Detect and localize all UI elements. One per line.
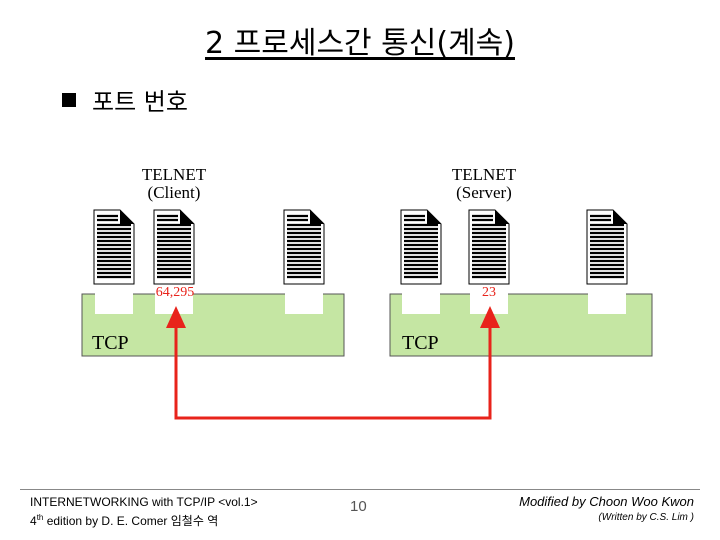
client-label-line2: (Client) [148,183,201,202]
page-number: 10 [350,498,367,515]
process-doc-icon [585,208,629,286]
footer-modified-by: Modified by Choon Woo Kwon [519,494,694,509]
client-label-line1: TELNET [142,165,207,184]
footer-edition: 4th edition by D. E. Comer 임철수 역 [30,513,219,528]
connection-arrow [174,326,492,420]
footer-divider [20,489,700,490]
server-port-number: 23 [482,285,496,300]
arrowhead-left-icon [166,306,186,328]
telnet-client-doc-icon [152,208,196,286]
tcp-label-right: TCP [402,332,439,354]
footer-credit: INTERNETWORKING with TCP/IP <vol.1> 4th … [30,494,258,529]
slide-title: 2 프로세스간 통신(계속) [205,26,515,61]
square-bullet-icon [62,92,76,107]
arrowhead-right-icon [480,306,500,328]
footer-author: Modified by Choon Woo Kwon (Written by C… [519,494,694,523]
telnet-server-doc-icon [467,208,511,286]
footer-book-title: INTERNETWORKING with TCP/IP <vol.1> [30,495,258,509]
server-label-line1: TELNET [452,165,517,184]
server-label-line2: (Server) [456,183,512,202]
bullet-item: 포트 번호 [62,82,188,117]
process-doc-icon [399,208,443,286]
process-doc-icon [282,208,326,286]
tcp-label-left: TCP [92,332,129,354]
bullet-text: 포트 번호 [92,88,188,116]
process-doc-icon [92,208,136,286]
client-port-number: 64,295 [156,285,195,300]
footer-written-by: (Written by C.S. Lim ) [598,512,694,523]
